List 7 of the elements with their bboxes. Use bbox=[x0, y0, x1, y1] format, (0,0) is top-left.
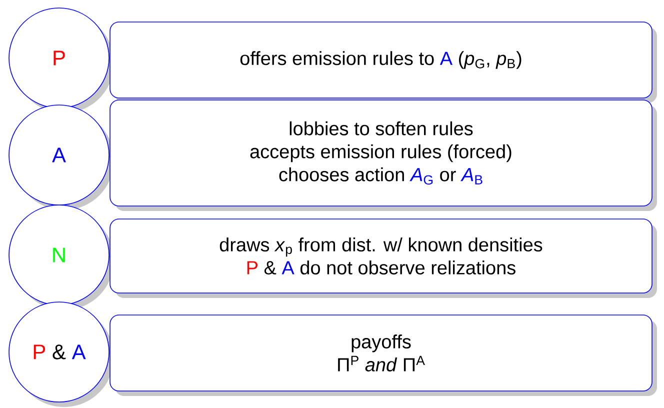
stage-box: offers emission rules to A (p$_{G}$, p$_{B}$) bbox=[110, 22, 657, 103]
stage-box: lobbies to soften rules accepts emission rules (forced) chooses action A$_{G}$ or A$_{B}$ bbox=[110, 100, 657, 211]
stage-box: draws x$_{p}$ from dist. w/ known densities P & A do not observe relizations bbox=[110, 218, 657, 298]
node-label: P bbox=[34, 344, 46, 360]
stage-box: payoffs Π$^{P}$ and Π$^{A}$ bbox=[110, 314, 657, 396]
node-label: & bbox=[52, 344, 66, 360]
node-label: A bbox=[72, 344, 86, 360]
